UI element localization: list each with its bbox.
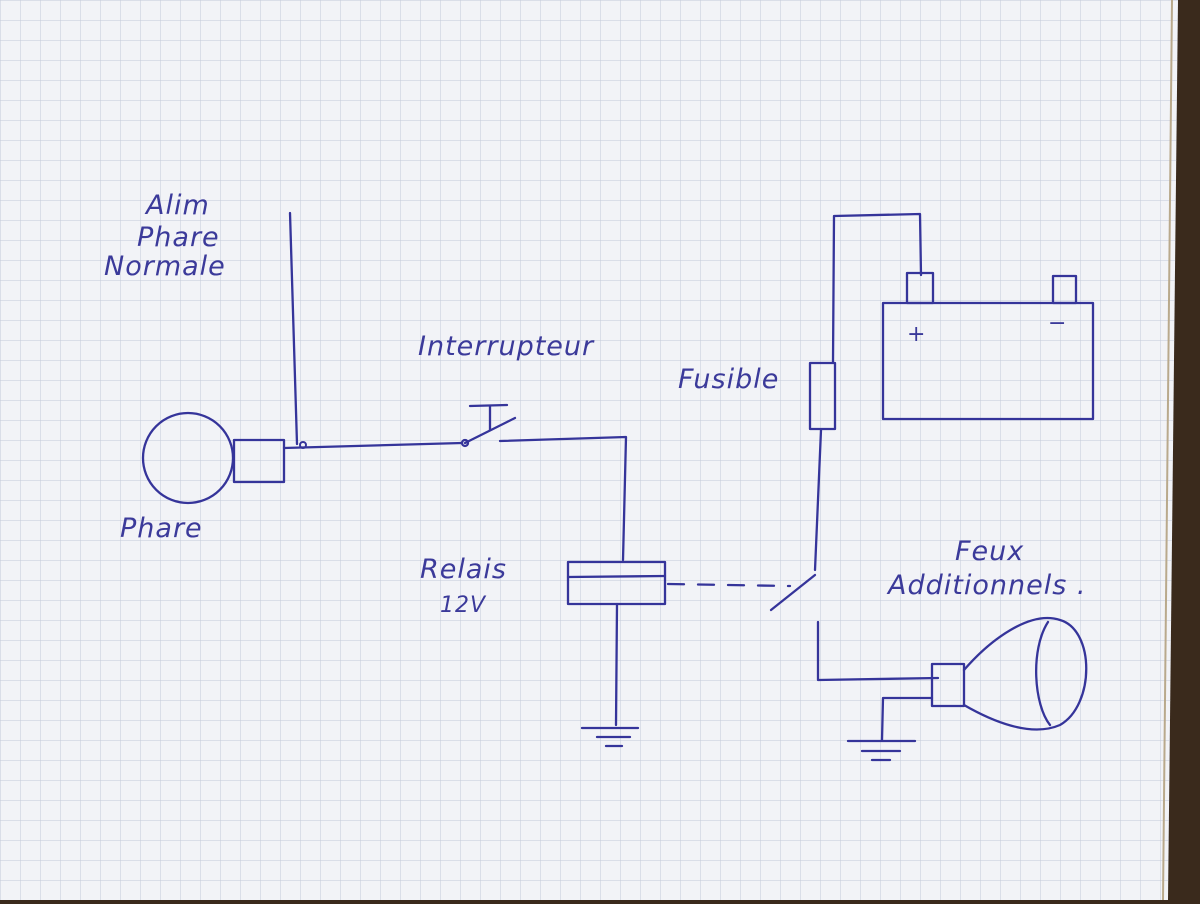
label-fusible: Fusible (678, 364, 779, 395)
fusible-fuse (808, 212, 923, 431)
label-relais-voltage: 12V (440, 593, 487, 618)
label-alim-line1: Alim (144, 190, 210, 221)
relay-linkage-dashed (666, 582, 792, 588)
interrupteur-switch (460, 403, 628, 562)
paper-margin-line (1162, 0, 1173, 901)
battery (881, 271, 1095, 421)
wire-lamp-to-switch (282, 441, 464, 450)
grid-paper (0, 0, 1178, 900)
label-interrupteur: Interrupteur (418, 331, 595, 362)
label-alim-line3: Normale (104, 251, 226, 282)
label-feux-line2: Additionnels . (886, 570, 1086, 601)
relais-contact (769, 428, 823, 612)
label-alim-line2: Phare (137, 222, 220, 253)
label-phare: Phare (120, 513, 203, 544)
wire-relay-to-feux (816, 620, 940, 682)
label-relais: Relais (420, 554, 507, 585)
feux-additionnels-lamp (846, 616, 1088, 762)
label-battery-plus: + (907, 322, 926, 347)
relais-coil (566, 560, 667, 748)
phare-lamp (141, 411, 286, 505)
label-battery-minus: − (1048, 311, 1067, 336)
label-feux-line1: Feux (955, 536, 1024, 567)
